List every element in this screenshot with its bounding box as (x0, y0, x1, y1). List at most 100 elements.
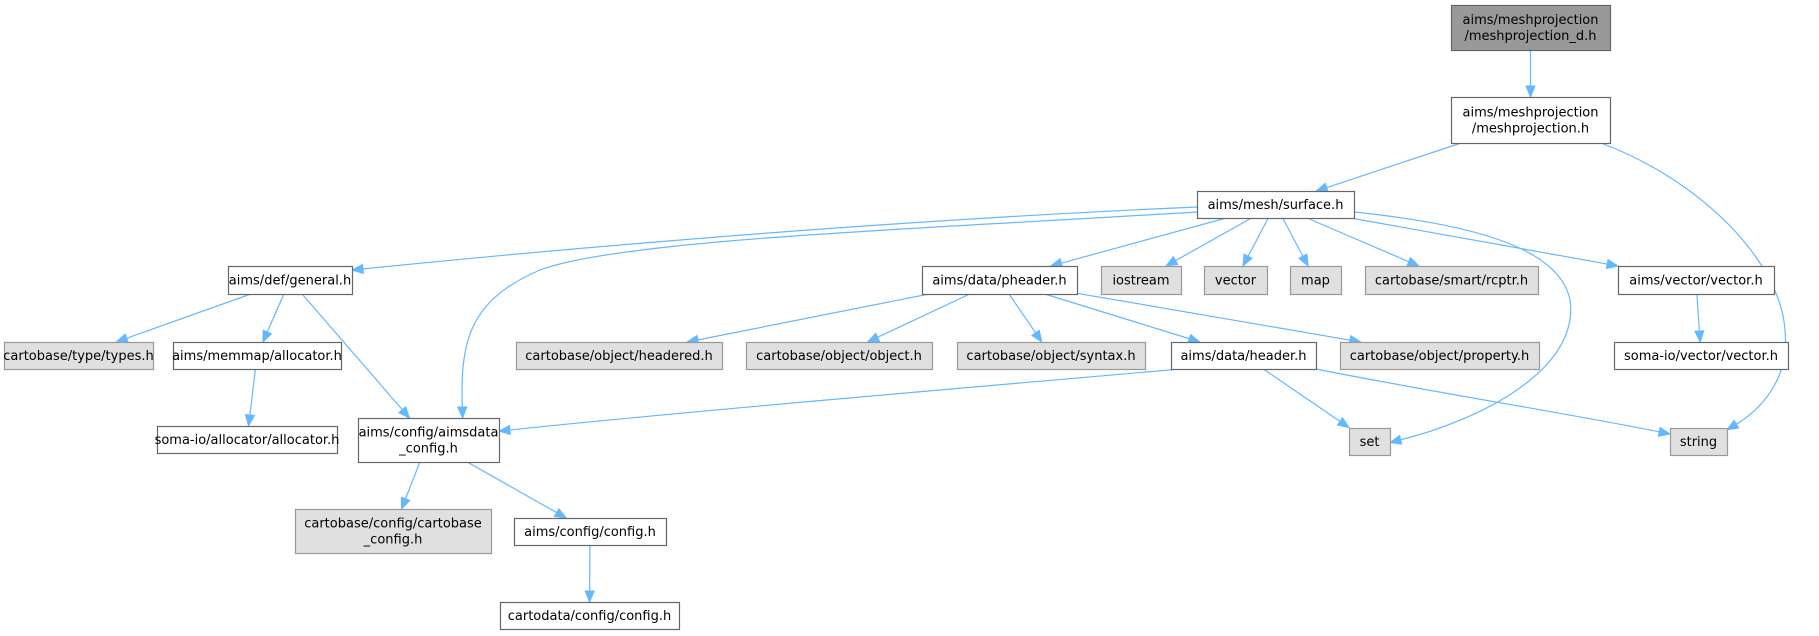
edge-header-to-set (1262, 368, 1351, 429)
arrowhead-icon (1525, 85, 1536, 99)
node-box (745, 341, 934, 371)
node-general[interactable]: aims/def/general.h (227, 265, 354, 296)
edge-line (301, 293, 404, 411)
node-config[interactable]: aims/config/config.h (513, 517, 668, 547)
node-surface[interactable]: aims/mesh/surface.h (1196, 190, 1356, 220)
node-box (156, 425, 339, 455)
edge-general-to-aimsdata_config (301, 293, 411, 419)
node-label: aims/mesh/surface.h (1208, 198, 1344, 213)
node-box (1348, 427, 1392, 457)
edge-surface-to-general (350, 206, 1198, 275)
edge-general-to-allocator (262, 293, 285, 344)
node-syntax: cartobase/object/syntax.h (956, 341, 1147, 371)
edge-surface-to-pheader (1049, 217, 1227, 269)
node-label: soma-io/allocator/allocator.h (155, 433, 340, 448)
edge-line (1008, 293, 1037, 335)
edge-aimsdata_config-to-cartobase_config (400, 461, 421, 511)
edge-line (461, 211, 1198, 409)
node-somaallocator[interactable]: soma-io/allocator/allocator.h (155, 425, 340, 455)
node-label: /meshprojection_d.h (1464, 29, 1596, 44)
node-box (227, 265, 354, 296)
arrowhead-icon (1657, 426, 1672, 437)
node-object: cartobase/object/object.h (745, 341, 934, 371)
node-label: map (1301, 274, 1330, 289)
edge-allocator-to-somaallocator (244, 368, 256, 428)
arrowhead-icon (497, 424, 511, 436)
node-property: cartobase/object/property.h (1339, 341, 1541, 371)
edge-surface-to-iostream (1164, 217, 1252, 267)
arrowhead-icon (350, 263, 364, 275)
node-meshprojection_d[interactable]: aims/meshprojection/meshprojection_d.h (1450, 4, 1612, 52)
edge-surface-to-vector (1242, 217, 1269, 268)
node-allocator[interactable]: aims/memmap/allocator.h (172, 341, 343, 371)
arrowhead-icon (1406, 256, 1421, 267)
edge-line (1306, 217, 1410, 263)
node-box (294, 508, 493, 555)
node-somavector[interactable]: soma-io/vector/vector.h (1613, 341, 1790, 371)
node-aimsvector[interactable]: aims/vector/vector.h (1617, 265, 1776, 296)
arrowhead-icon (1164, 255, 1179, 267)
edge-line (1262, 368, 1342, 423)
nodes-layer: aims/meshprojection/meshprojection_d.hai… (3, 4, 1790, 631)
node-cartodata_config[interactable]: cartodata/config/config.h (499, 601, 681, 631)
node-box (1339, 341, 1541, 371)
edge-line (1282, 217, 1304, 258)
edge-line (508, 368, 1181, 431)
arrowhead-icon (1725, 419, 1740, 431)
edge-line (696, 293, 930, 341)
edge-aimsvector-to-somavector (1694, 293, 1705, 344)
node-types: cartobase/type/types.h (3, 341, 155, 371)
arrowhead-icon (1605, 258, 1620, 270)
node-box (1450, 4, 1612, 52)
node-label: cartobase/object/syntax.h (966, 349, 1135, 364)
edge-pheader-to-headered (685, 293, 930, 345)
edge-line (1696, 293, 1700, 333)
node-box (1617, 265, 1776, 296)
edge-pheader-to-header (1044, 293, 1202, 344)
arrowhead-icon (115, 333, 129, 344)
node-label: string (1680, 435, 1717, 450)
node-meshprojection[interactable]: aims/meshprojection/meshprojection.h (1450, 96, 1612, 145)
node-label: cartobase/type/types.h (3, 349, 153, 364)
edge-line (125, 293, 252, 340)
arrowhead-icon (244, 413, 256, 428)
edge-surface-to-rcptr (1306, 217, 1421, 267)
edge-line (1600, 142, 1787, 426)
edge-meshprojection_d-to-meshprojection (1525, 50, 1536, 99)
node-label: cartobase/config/cartobase (304, 517, 482, 532)
node-aimsdata_config[interactable]: aims/config/aimsdata_config.h (357, 417, 501, 464)
node-label: aims/def/general.h (229, 274, 351, 289)
arrowhead-icon (1030, 329, 1043, 344)
node-label: _config.h (398, 442, 458, 457)
node-label: cartobase/object/property.h (1350, 349, 1530, 364)
node-cartobase_config: cartobase/config/cartobase_config.h (294, 508, 493, 555)
arrowhead-icon (1298, 253, 1309, 268)
node-box (3, 341, 155, 371)
edge-pheader-to-property (1076, 292, 1363, 346)
edge-line (249, 368, 256, 417)
node-box (921, 265, 1079, 296)
edge-line (1325, 142, 1462, 189)
node-label: cartodata/config/config.h (508, 609, 671, 624)
edge-line (1353, 211, 1572, 441)
edge-aimsdata_config-to-config (467, 461, 568, 519)
node-label: /meshprojection.h (1472, 122, 1589, 137)
node-vector: vector (1203, 265, 1269, 296)
node-label: aims/memmap/allocator.h (172, 349, 342, 364)
arrowhead-icon (1314, 182, 1329, 193)
node-iostream: iostream (1100, 265, 1183, 296)
edges-layer (115, 50, 1787, 604)
arrowhead-icon (400, 496, 411, 511)
edge-line (1174, 217, 1252, 262)
node-box (515, 341, 724, 371)
edge-meshprojection-to-surface (1314, 142, 1462, 193)
node-label: aims/config/config.h (524, 525, 656, 540)
arrowhead-icon (1694, 330, 1705, 344)
node-header[interactable]: aims/data/header.h (1170, 341, 1318, 371)
edge-config-to-cartodata_config (584, 544, 595, 604)
node-map: map (1289, 265, 1343, 296)
node-label: set (1360, 435, 1380, 450)
node-headered: cartobase/object/headered.h (515, 341, 724, 371)
node-label: aims/vector/vector.h (1629, 274, 1762, 289)
node-pheader[interactable]: aims/data/pheader.h (921, 265, 1079, 296)
